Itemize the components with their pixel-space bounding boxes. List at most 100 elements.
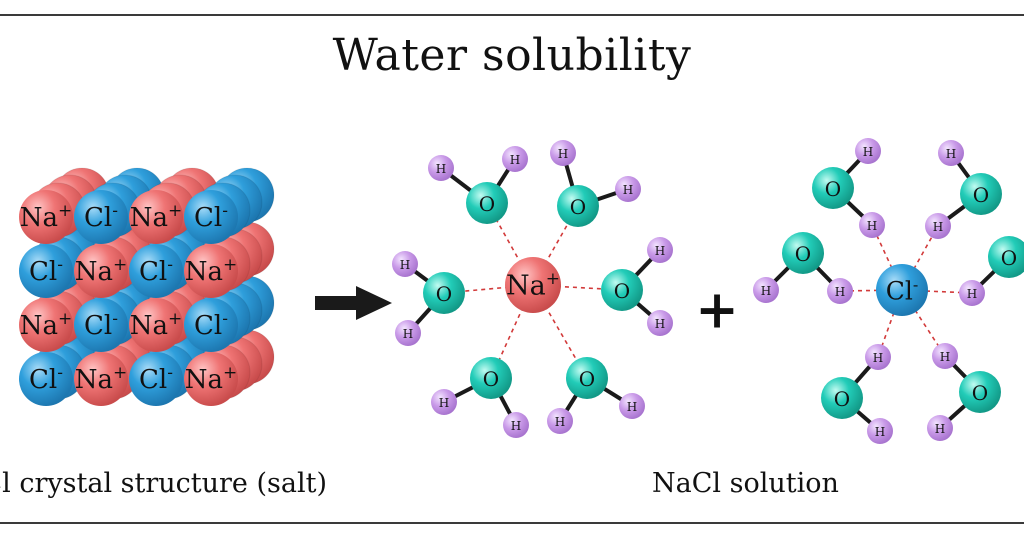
chloride-ion: Cl- xyxy=(19,352,73,406)
hydrogen-atom-sphere xyxy=(428,155,454,181)
chloride-ion: Cl- xyxy=(74,298,128,352)
oxygen-atom: O xyxy=(566,357,608,399)
hydrogen-atom: H xyxy=(392,251,418,277)
sodium-ion: Na+ xyxy=(184,244,238,298)
chloride-ion-sphere xyxy=(129,244,183,298)
hydrogen-atom-label: H xyxy=(873,351,883,365)
reaction-arrow xyxy=(315,286,392,320)
arrow-shaft xyxy=(315,296,363,310)
oxygen-atom: O xyxy=(812,167,854,209)
water-molecule: HHO xyxy=(812,138,885,238)
hydrogen-atom-sphere xyxy=(431,389,457,415)
plus-operator: + xyxy=(695,280,739,341)
oxygen-atom-label: O xyxy=(570,195,586,219)
hydrogen-atom: H xyxy=(647,237,673,263)
hydrogen-atom-label: H xyxy=(933,220,943,234)
water-molecule: H H O xyxy=(428,146,528,224)
hydrogen-atom: H xyxy=(431,389,457,415)
hydrogen-atom-label: H xyxy=(511,419,521,433)
hydrogen-atom-label: H xyxy=(558,147,568,161)
oxygen-atom-label: O xyxy=(483,367,499,391)
hydrogen-atom: H xyxy=(827,278,853,304)
oxygen-atom: O xyxy=(821,377,863,419)
hydrogen-atom-label: H xyxy=(655,244,665,258)
hydrogen-atom-label: H xyxy=(510,153,520,167)
hydrogen-atom: H xyxy=(932,343,958,369)
oxygen-atom-sphere xyxy=(782,232,824,274)
oxygen-atom-sphere xyxy=(557,185,599,227)
hydrogen-atom: H xyxy=(502,146,528,172)
oxygen-atom: O xyxy=(988,236,1024,278)
hydrogen-atom: H xyxy=(753,277,779,303)
oxygen-atom-label: O xyxy=(479,192,495,216)
chloride-ion: Cl- xyxy=(184,298,238,352)
oxygen-atom-sphere xyxy=(466,182,508,224)
hydrogen-atom-sphere xyxy=(647,310,673,336)
hydrogen-atom-label: H xyxy=(867,219,877,233)
sodium-ion-sphere xyxy=(184,352,238,406)
hydrogen-atom: H xyxy=(927,415,953,441)
hydrogen-atom-label: H xyxy=(946,147,956,161)
chloride-ion-sphere xyxy=(19,352,73,406)
hydrogen-atom: H xyxy=(428,155,454,181)
oxygen-atom-sphere xyxy=(470,357,512,399)
chloride-ion-sphere xyxy=(74,298,128,352)
hydrogen-atom-sphere xyxy=(502,146,528,172)
sodium-ion-sphere xyxy=(19,298,73,352)
chloride-ion-sphere xyxy=(19,244,73,298)
hydrogen-atom-sphere xyxy=(859,212,885,238)
cl-ion-dipole-line xyxy=(901,289,946,357)
water-molecule: HHO xyxy=(821,344,893,444)
oxygen-atom-label: O xyxy=(973,183,989,207)
oxygen-atom-sphere xyxy=(821,377,863,419)
sodium-ion-center: Na+ xyxy=(505,257,561,313)
oxygen-atom-label: O xyxy=(972,381,988,405)
crystal-caption: Cl crystal structure (salt) xyxy=(0,468,327,499)
chloride-ion-center: Cl- xyxy=(876,264,928,316)
oxygen-atom-label: O xyxy=(825,177,841,201)
chloride-ion: Cl- xyxy=(129,244,183,298)
hydrogen-atom-sphere xyxy=(855,138,881,164)
hydrogen-atom-sphere xyxy=(392,251,418,277)
crystal-front-layer: Na+Cl-Na+Cl-Cl-Na+Cl-Na+Na+Cl-Na+Cl-Cl-N… xyxy=(19,190,238,406)
water-molecule: H HO xyxy=(601,237,673,336)
chloride-ion-label: Cl- xyxy=(29,255,63,287)
hydrogen-atom-label: H xyxy=(555,415,565,429)
hydrogen-atom: H xyxy=(938,140,964,166)
hydrogen-atom-label: H xyxy=(655,317,665,331)
oxygen-atom-sphere xyxy=(960,173,1002,215)
water-molecule: H H O xyxy=(925,140,1002,239)
chloride-ion: Cl- xyxy=(129,352,183,406)
hydrogen-atom-label: H xyxy=(403,327,413,341)
chloride-ion-sphere xyxy=(74,190,128,244)
hydrogen-atom: H xyxy=(859,212,885,238)
sodium-ion-sphere xyxy=(19,190,73,244)
sodium-ion-sphere xyxy=(74,244,128,298)
sodium-ion: Na+ xyxy=(184,352,238,406)
oxygen-atom-label: O xyxy=(1001,246,1017,270)
oxygen-atom: O xyxy=(601,269,643,311)
chloride-ion-center-label: Cl- xyxy=(886,275,919,306)
hydrogen-atom-label: H xyxy=(439,396,449,410)
hydrogen-atom-label: H xyxy=(761,284,771,298)
hydrogen-atom: H xyxy=(959,280,985,306)
chloride-ion: Cl- xyxy=(19,244,73,298)
water-molecule: H HO xyxy=(392,251,465,346)
hydrogen-atom-label: H xyxy=(940,350,950,364)
oxygen-atom: O xyxy=(423,272,465,314)
water-molecule: HHO xyxy=(550,140,641,227)
chloride-ion-center-sphere xyxy=(876,264,928,316)
oxygen-atom-sphere xyxy=(423,272,465,314)
sodium-ion-center-sphere xyxy=(505,257,561,313)
hydrogen-atom-label: H xyxy=(967,287,977,301)
chloride-ion-sphere xyxy=(184,298,238,352)
hydrogen-atom-sphere xyxy=(827,278,853,304)
hydrogen-atom: H xyxy=(647,310,673,336)
oxygen-atom-sphere xyxy=(988,236,1024,278)
hydrogen-atom-sphere xyxy=(615,176,641,202)
hydrogen-atom: H xyxy=(550,140,576,166)
sodium-ion: Na+ xyxy=(74,244,128,298)
oxygen-atom-sphere xyxy=(959,371,1001,413)
